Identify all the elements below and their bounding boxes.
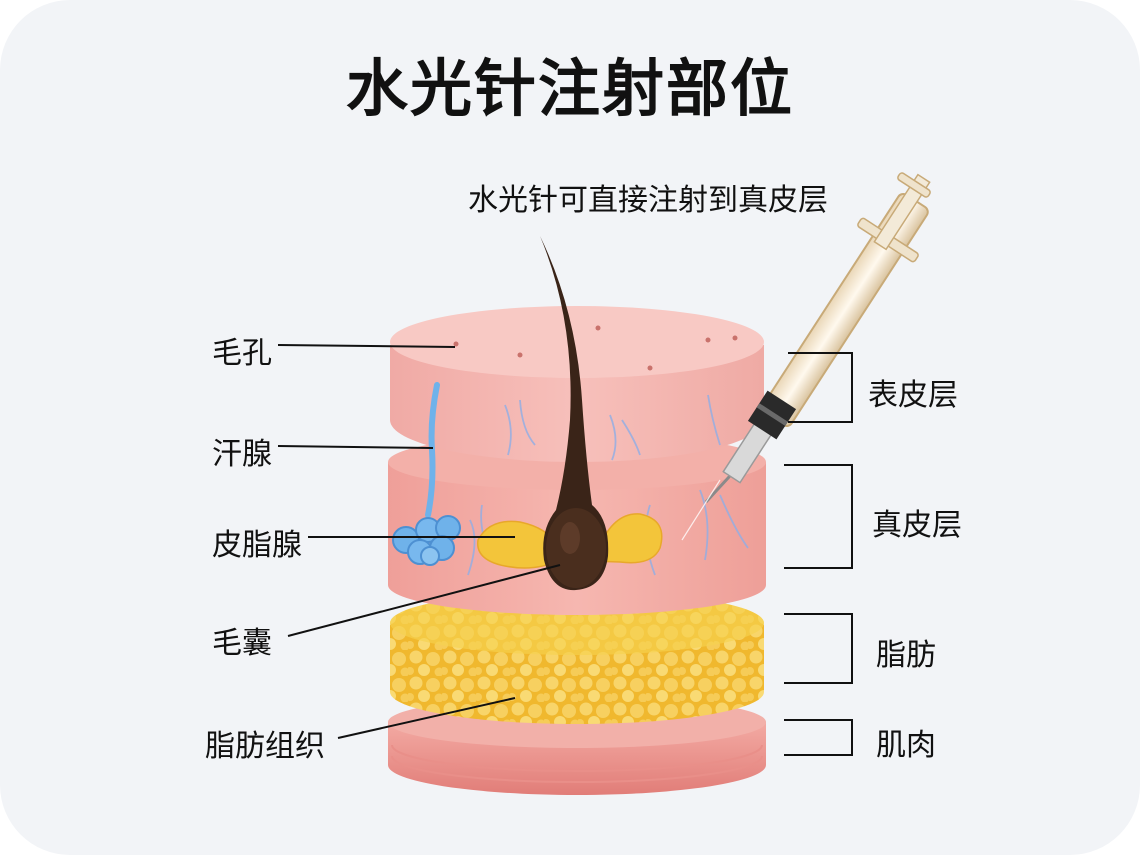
left-leader-lines [277,344,561,739]
label-dermis: 真皮层 [872,508,962,543]
label-fat: 脂肪 [876,638,936,673]
sweat-gland [392,382,461,566]
page-title: 水光针注射部位 [345,52,794,125]
label-sebaceous-gland: 皮脂腺 [212,528,302,563]
label-hair-follicle: 毛囊 [212,626,272,661]
label-epidermis: 表皮层 [868,378,958,413]
label-pore: 毛孔 [212,336,272,371]
label-muscle: 肌肉 [876,728,936,763]
right-brackets [784,352,853,756]
syringe [704,172,931,504]
injection-caption: 水光针可直接注射到真皮层 [468,183,828,218]
label-sweat-gland: 汗腺 [212,437,272,472]
label-adipose-tissue: 脂肪组织 [205,729,325,764]
hair-follicle [540,236,609,591]
